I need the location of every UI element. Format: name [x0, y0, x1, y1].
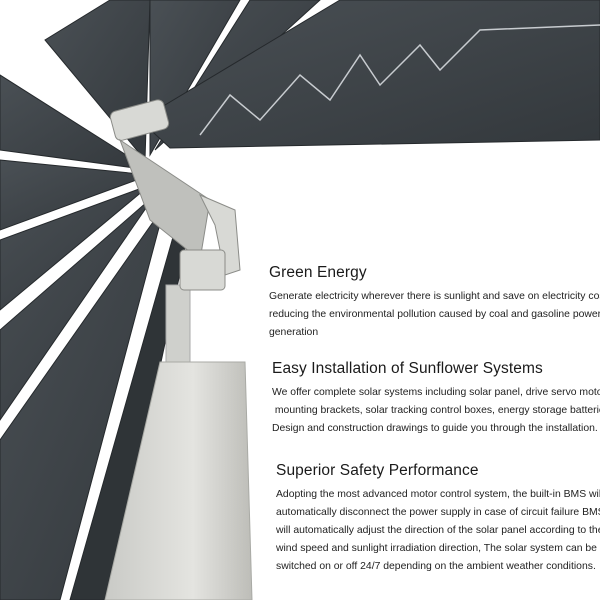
panel-petal [0, 184, 151, 311]
panel-wiring [199, 24, 600, 136]
pedestal-base [104, 361, 253, 600]
section-text-line: Design and construction drawings to guid… [272, 423, 598, 434]
section-title: Easy Installation of Sunflower Systems [272, 360, 543, 377]
panel-petal [0, 204, 166, 600]
section-title: Green Energy [269, 264, 367, 281]
section-text-line: generation [269, 327, 319, 338]
section-text-line: wind speed and sunlight irradiation dire… [276, 543, 597, 554]
support-pole [165, 284, 191, 366]
section-text-line: reducing the environmental pollution cau… [269, 309, 600, 320]
green-energy-section: Green Energy Generate electricity wherev… [269, 264, 600, 342]
tracking-motor-hub [109, 99, 241, 291]
panel-petal [0, 194, 156, 421]
safety-performance-section: Superior Safety Performance Adopting the… [276, 462, 600, 576]
panel-petal [0, 74, 151, 171]
easy-installation-section: Easy Installation of Sunflower Systems W… [272, 360, 600, 438]
section-title: Superior Safety Performance [276, 462, 479, 479]
section-text-line: switched on or off 24/7 depending on the… [276, 561, 596, 572]
panel-petal [0, 159, 151, 231]
section-text-line: mounting brackets, solar tracking contro… [272, 405, 600, 416]
section-text-line: Adopting the most advanced motor control… [276, 489, 600, 500]
section-text-line: We offer complete solar systems includin… [272, 387, 600, 398]
section-text-line: will automatically adjust the direction … [276, 525, 600, 536]
section-text-line: automatically disconnect the power suppl… [276, 507, 600, 518]
panel-petal [139, 0, 600, 149]
section-text-line: Generate electricity wherever there is s… [269, 291, 600, 302]
